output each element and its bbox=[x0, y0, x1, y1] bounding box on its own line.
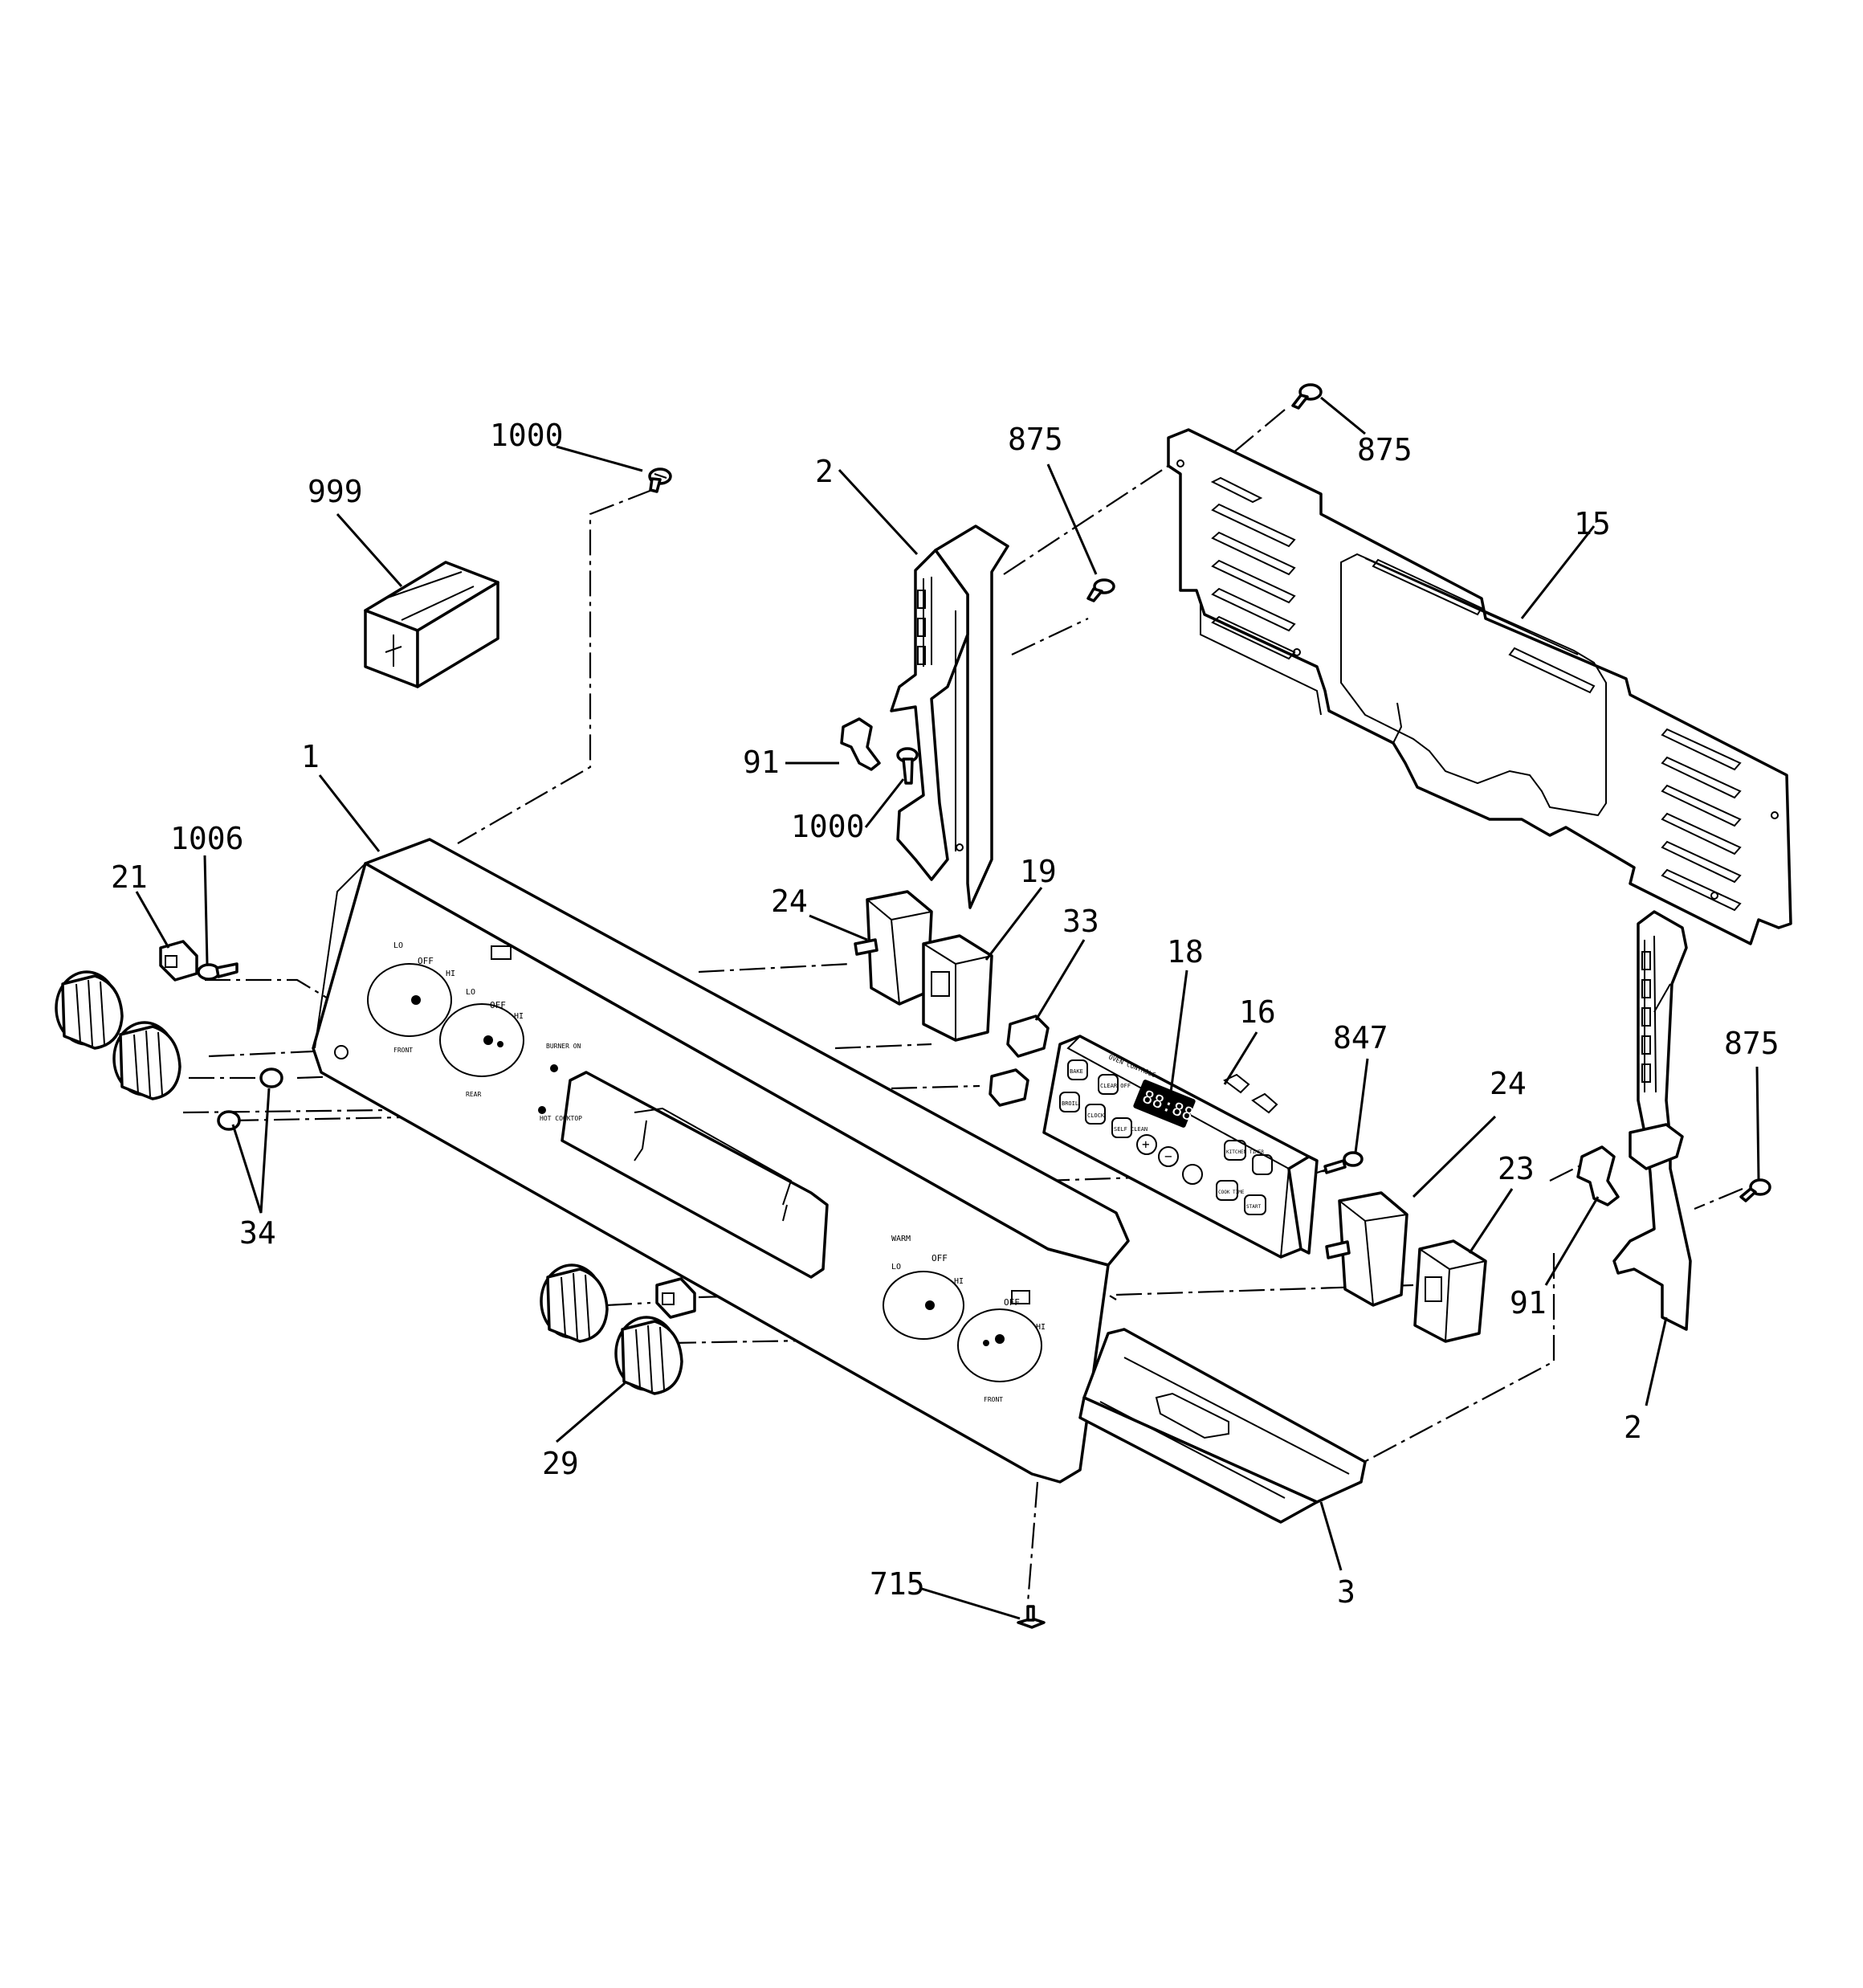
callout-24-left: 24 bbox=[771, 884, 808, 919]
btn-self-clean-text: SELF CLEAN bbox=[1114, 1126, 1148, 1133]
btn-clock-text: CLOCK bbox=[1087, 1112, 1105, 1119]
screw-1006 bbox=[197, 962, 238, 981]
electronic-control-16: 88:88 OVEN CONTROLS BAKE CLEAR OFF BROIL… bbox=[1042, 1035, 1319, 1259]
callout-21: 21 bbox=[111, 859, 148, 895]
light-33a bbox=[1006, 1014, 1050, 1058]
callout-23: 23 bbox=[1498, 1151, 1535, 1186]
vent-slots-right bbox=[1661, 728, 1742, 912]
hot-cooktop-text: HOT COOKTOP bbox=[540, 1115, 582, 1122]
btn-plus-text: + bbox=[1142, 1137, 1150, 1152]
callout-29: 29 bbox=[542, 1446, 579, 1481]
service-parts-box bbox=[364, 561, 499, 688]
indicator-light-34a bbox=[259, 1067, 283, 1088]
callout-33: 33 bbox=[1062, 904, 1099, 939]
switch-19 bbox=[922, 934, 993, 1042]
right-off-text: OFF bbox=[932, 1253, 948, 1263]
knob-left-rear bbox=[55, 970, 124, 1050]
callout-3: 3 bbox=[1337, 1574, 1355, 1610]
callout-999: 999 bbox=[308, 474, 363, 509]
left-off-text: OFF bbox=[418, 956, 434, 966]
screw-1000-top bbox=[648, 467, 672, 493]
control-buttons: BAKE CLEAR OFF BROIL CLOCK SELF CLEAN + … bbox=[1059, 1059, 1273, 1215]
callout-16: 16 bbox=[1239, 994, 1276, 1030]
infinite-switch-24-left bbox=[854, 890, 933, 1006]
vent-slots-mid bbox=[1372, 558, 1596, 694]
callout-34: 34 bbox=[239, 1215, 276, 1251]
right-lo-text: LO bbox=[891, 1263, 901, 1272]
callout-875-top: 875 bbox=[1357, 432, 1413, 467]
callout-1000-bracket: 1000 bbox=[791, 809, 865, 844]
knob-left-front bbox=[112, 1021, 181, 1100]
left-rear-hi-text: HI bbox=[514, 1012, 524, 1021]
infinite-switch-24-right bbox=[1325, 1191, 1408, 1307]
left-hi-text: HI bbox=[446, 970, 455, 978]
burner-on-text: BURNER ON bbox=[546, 1043, 581, 1050]
indicator-light-34b bbox=[217, 1110, 241, 1131]
switch-21-right bbox=[655, 1277, 696, 1319]
trim-3 bbox=[1078, 1328, 1367, 1524]
callout-847: 847 bbox=[1333, 1020, 1388, 1055]
screw-875-top bbox=[1291, 383, 1323, 410]
switch-23 bbox=[1413, 1239, 1487, 1343]
screw-715 bbox=[1017, 1605, 1046, 1629]
btn-kitchen-timer-text: KITCHEN TIMER bbox=[1226, 1149, 1264, 1155]
switch-21 bbox=[159, 940, 198, 982]
screw-847 bbox=[1323, 1151, 1364, 1174]
leader-lines bbox=[135, 396, 1760, 1620]
callout-1: 1 bbox=[301, 739, 320, 774]
back-panel-15 bbox=[1167, 428, 1792, 945]
callout-labels: 1000 999 2 875 875 15 1 91 1000 1006 21 … bbox=[111, 418, 1779, 1610]
right-front-label: FRONT bbox=[984, 1396, 1003, 1403]
right-burner-dials: WARM OFF LO HI OFF HI FRONT bbox=[883, 1235, 1046, 1403]
callout-24-right: 24 bbox=[1490, 1066, 1527, 1101]
clip-91-right bbox=[1576, 1145, 1620, 1206]
callout-15: 15 bbox=[1574, 506, 1611, 541]
callout-2-left: 2 bbox=[815, 454, 834, 489]
callout-18: 18 bbox=[1167, 934, 1204, 970]
callout-2-right: 2 bbox=[1624, 1410, 1642, 1445]
left-rear-off-text: OFF bbox=[490, 1000, 506, 1010]
callout-875-right: 875 bbox=[1724, 1026, 1779, 1061]
left-rear-label: REAR bbox=[466, 1091, 481, 1098]
left-lo-text: LO bbox=[393, 941, 403, 950]
btn-cook-time-text: COOK TIME bbox=[1218, 1190, 1245, 1195]
right-hi-text: HI bbox=[954, 1277, 964, 1286]
screw-875-mid bbox=[1086, 578, 1115, 602]
left-burner-dials: LO OFF HI LO OFF HI FRONT REAR BURNER ON… bbox=[334, 941, 582, 1122]
btn-minus-text: − bbox=[1164, 1149, 1172, 1164]
btn-broil-text: BROIL bbox=[1062, 1100, 1078, 1107]
clip-91-left bbox=[840, 717, 881, 771]
light-33b bbox=[989, 1068, 1029, 1107]
right-front-hi-text: HI bbox=[1036, 1323, 1046, 1332]
end-bracket-left bbox=[890, 525, 1009, 909]
btn-bake-text: BAKE bbox=[1070, 1068, 1083, 1075]
callout-1000-top: 1000 bbox=[490, 418, 564, 453]
callout-875-mid: 875 bbox=[1008, 422, 1063, 457]
callout-715: 715 bbox=[870, 1566, 925, 1602]
screw-1000-bracket bbox=[896, 747, 919, 785]
knob-right-rear bbox=[540, 1263, 609, 1343]
btn-clear-text: CLEAR OFF bbox=[1100, 1083, 1131, 1089]
screw-875-right bbox=[1739, 1178, 1771, 1202]
callout-1006: 1006 bbox=[170, 821, 244, 856]
end-bracket-right bbox=[1612, 910, 1692, 1331]
left-front-label: FRONT bbox=[393, 1047, 413, 1054]
right-warm-text: WARM bbox=[891, 1235, 911, 1243]
left-rear-lo-text: LO bbox=[466, 988, 475, 997]
control-panel-1: LO OFF HI LO OFF HI FRONT REAR BURNER ON… bbox=[312, 838, 1130, 1484]
knob-right-front bbox=[614, 1316, 683, 1395]
right-front-off-text: OFF bbox=[1004, 1297, 1020, 1308]
callout-91-right: 91 bbox=[1510, 1285, 1547, 1321]
callout-19: 19 bbox=[1020, 854, 1057, 889]
callout-91-left: 91 bbox=[743, 745, 780, 780]
btn-start-text: START bbox=[1246, 1204, 1261, 1210]
